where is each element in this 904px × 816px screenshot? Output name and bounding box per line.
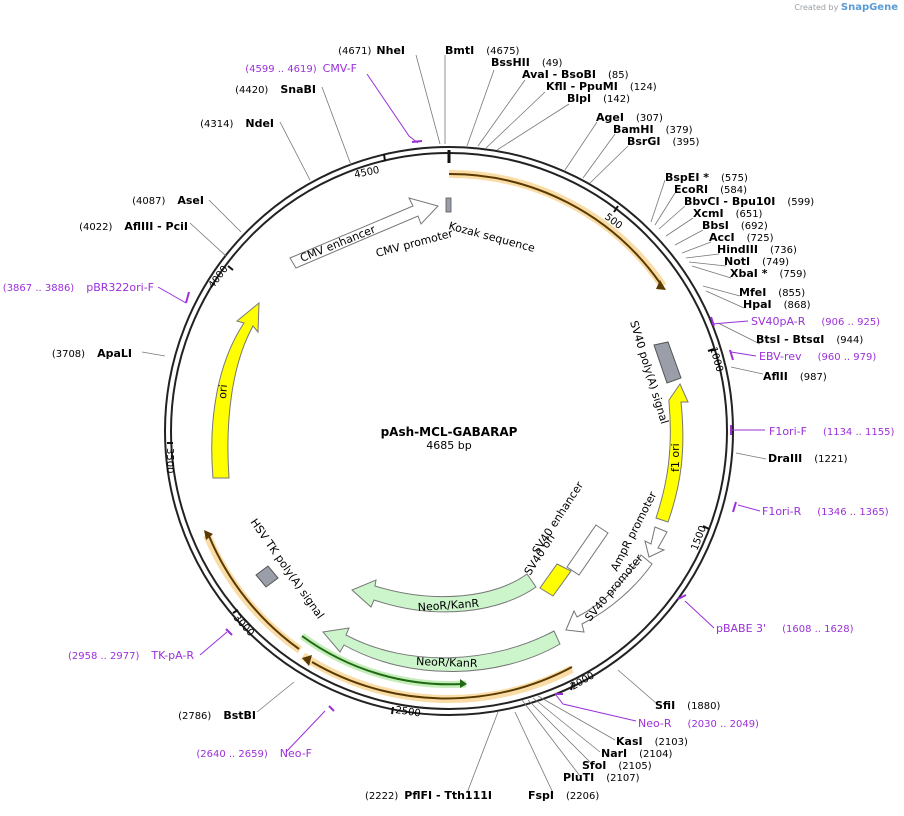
sv40-ori-box[interactable]: [539, 563, 572, 597]
enzyme-label[interactable]: MfeI(855): [739, 286, 805, 299]
enzyme-label[interactable]: PluTI(2107): [563, 771, 640, 784]
enzyme-label[interactable]: HindIII(736): [717, 243, 797, 256]
enzyme-label[interactable]: XbaI *(759): [730, 267, 806, 280]
orf-green-arrowhead: [460, 679, 467, 688]
enzyme-label[interactable]: AgeI(307): [596, 111, 663, 124]
ampr-promoter-arrow[interactable]: [644, 526, 668, 558]
enzyme-label[interactable]: BssHII(49): [491, 56, 563, 69]
enzyme-label[interactable]: DraIII(1221): [768, 452, 848, 465]
enzyme-label[interactable]: BmtI(4675): [445, 44, 520, 57]
enzyme-label[interactable]: (4420)SnaBI: [235, 83, 316, 96]
orf-bottom-arrowhead: [302, 655, 312, 666]
enzyme-label[interactable]: FspI(2206): [528, 789, 599, 802]
primer-label[interactable]: (3867 .. 3886)pBR322ori-F: [3, 281, 154, 294]
orf-green: [301, 635, 463, 686]
orf-bottom: [311, 661, 573, 700]
primer-label[interactable]: F1ori-R(1346 .. 1365): [762, 505, 889, 518]
enzyme-label[interactable]: SfoI(2105): [582, 759, 652, 772]
f1-ori-label: f1 ori: [669, 443, 682, 472]
enzyme-label[interactable]: AflII(987): [763, 370, 827, 383]
neor-kanr-arrow-2[interactable]: [322, 627, 561, 672]
orf-top-arrowhead: [656, 280, 666, 290]
snapgene-brand: Created by SnapGene: [794, 2, 898, 13]
primer-label[interactable]: pBABE 3'(1608 .. 1628): [716, 622, 854, 635]
primer-markers: [157, 73, 765, 753]
enzyme-label[interactable]: SfiI(1880): [655, 699, 721, 712]
kozak-label: Kozak sequence: [447, 219, 536, 255]
plasmid-name: pAsh-MCL-GABARAP: [381, 425, 518, 439]
center-label: pAsh-MCL-GABARAP 4685 bp: [381, 425, 518, 452]
enzyme-label[interactable]: EcoRI(584): [674, 183, 747, 196]
primer-label[interactable]: F1ori-F(1134 .. 1155): [769, 425, 894, 438]
sv40-polya-box[interactable]: [653, 341, 682, 384]
enzyme-label[interactable]: XcmI(651): [693, 207, 763, 220]
primer-label-group: (4599 .. 4619)CMV-F SV40pA-R(906 .. 925)…: [3, 62, 895, 760]
enzyme-label[interactable]: KasI(2103): [616, 735, 688, 748]
enzyme-label[interactable]: (4022)AflIII - PciI: [79, 220, 188, 233]
tick-label-4500: 4500: [353, 165, 380, 181]
sv40-enhancer-box[interactable]: [566, 524, 609, 576]
tick-2500: 2500: [391, 705, 422, 720]
enzyme-label[interactable]: BsrGI(395): [627, 135, 699, 148]
orf-left-arrowhead: [204, 530, 213, 540]
enzyme-label[interactable]: (3708)ApaLI: [52, 347, 132, 360]
neor-kanr-label-2: NeoR/KanR: [416, 655, 478, 670]
orf-left: [208, 535, 300, 650]
primer-label[interactable]: SV40pA-R(906 .. 925): [751, 315, 880, 328]
enzyme-label[interactable]: AvaI - BsoBI(85): [522, 68, 629, 81]
tick-3500: 3500: [164, 442, 175, 473]
primer-label[interactable]: EBV-rev(960 .. 979): [759, 350, 876, 363]
primer-label[interactable]: (2958 .. 2977)TK-pA-R: [68, 649, 194, 662]
cmv-promoter-label: CMV promoter: [374, 227, 454, 260]
ori-arrow[interactable]: [211, 301, 260, 479]
plasmid-length: 4685 bp: [426, 439, 471, 452]
neor-kanr-arrow-1[interactable]: [351, 573, 537, 613]
orf-top: [448, 172, 661, 284]
enzyme-label[interactable]: BlpI(142): [567, 92, 630, 105]
position-ticks: 500 1000 1500 2000 2500 3000: [164, 153, 725, 720]
enzyme-leaders: [141, 54, 767, 794]
enzyme-label[interactable]: AccI(725): [709, 231, 774, 244]
primer-label[interactable]: (2640 .. 2659)Neo-F: [196, 747, 312, 760]
enzyme-label[interactable]: BbsI(692): [702, 219, 768, 232]
enzyme-label[interactable]: (4314)NdeI: [200, 117, 274, 130]
enzyme-label[interactable]: BamHI(379): [613, 123, 693, 136]
enzyme-label[interactable]: (4087)AseI: [132, 194, 204, 207]
hsv-tk-polya-box[interactable]: [255, 565, 279, 588]
hsv-tk-polya-label: HSV TK poly(A) signal: [248, 516, 327, 621]
enzyme-label[interactable]: BbvCI - Bpu10I(599): [684, 195, 814, 208]
tick-3000: 3000: [231, 609, 256, 639]
enzyme-label[interactable]: (2222)PflFI - Tth111I: [365, 789, 492, 802]
kozak-box[interactable]: [445, 197, 452, 213]
tick-label-3500: 3500: [164, 448, 175, 473]
tick-4000: 4000: [207, 264, 234, 291]
enzyme-label-group: (4671)NheI BmtI(4675) BssHII(49) AvaI - …: [52, 44, 864, 802]
enzyme-label[interactable]: NarI(2104): [601, 747, 673, 760]
enzyme-label[interactable]: BspEI *(575): [665, 171, 748, 184]
brand-prefix: Created by: [794, 3, 839, 12]
primer-label[interactable]: Neo-R(2030 .. 2049): [638, 717, 759, 730]
enzyme-label[interactable]: KflI - PpuMI(124): [546, 80, 657, 93]
enzyme-label[interactable]: HpaI(868): [743, 298, 811, 311]
enzyme-label[interactable]: NotI(749): [724, 255, 789, 268]
cmv-enhancer-arrow[interactable]: [289, 197, 439, 269]
enzyme-label[interactable]: (2786)BstBI: [178, 709, 256, 722]
f1-ori-arrow[interactable]: [655, 382, 689, 523]
orf-arcs: [203, 169, 667, 703]
sv40-promoter-arrow[interactable]: [565, 554, 653, 633]
ori-label: ori: [216, 384, 230, 399]
brand-name: SnapGene: [840, 2, 898, 13]
tick-label-2500: 2500: [395, 705, 422, 719]
enzyme-label[interactable]: BtsI - BtsαI(944): [756, 333, 863, 346]
tick-4500: 4500: [353, 153, 386, 181]
enzyme-label[interactable]: (4671)NheI: [338, 44, 405, 57]
primer-label[interactable]: (4599 .. 4619)CMV-F: [245, 62, 357, 75]
backbone: [164, 146, 734, 716]
neor-kanr-label-1: NeoR/KanR: [417, 597, 480, 614]
cmv-enhancer-label: CMV enhancer: [298, 223, 377, 265]
